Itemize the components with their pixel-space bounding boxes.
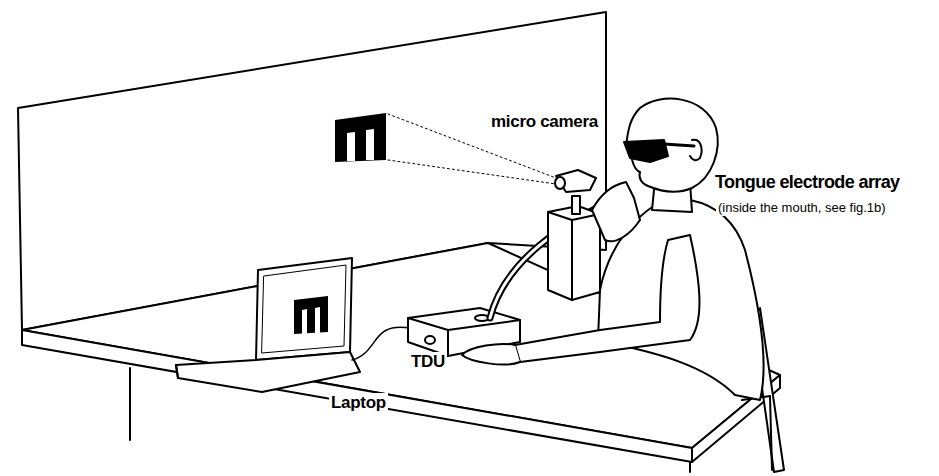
laptop-base [176,352,360,392]
part-label: (inside the mouth, see fig.1b) [716,201,888,216]
part-label: micro camera [489,112,600,132]
tdu-edge [408,318,520,330]
table-leg [689,462,691,472]
dark-glasses [624,140,668,162]
person-raised-arm [592,182,640,241]
laptop-edge [176,365,178,378]
person-hand [462,344,520,364]
camera-stand [548,206,600,300]
laptop-screen-inner [262,265,346,353]
part-label: Tongue electrode array [713,172,902,193]
tdu-knob [425,336,435,344]
stand-edge [571,220,573,300]
person-arm [515,235,699,362]
micro-camera [556,170,596,192]
chair-frame [742,396,772,470]
usb-cable [352,327,410,360]
laptop-optotype [294,296,328,334]
part-label: Laptop [329,393,388,413]
view-line [388,160,556,184]
camera-lens [555,177,565,189]
part-label: TDU [409,352,447,372]
tdu-edge [447,330,449,356]
camera-post [572,196,580,214]
person-ear [690,140,702,160]
glasses-arm [664,144,694,146]
table-leg [129,368,131,440]
laptop-screen [256,258,352,360]
optotype [335,113,386,162]
